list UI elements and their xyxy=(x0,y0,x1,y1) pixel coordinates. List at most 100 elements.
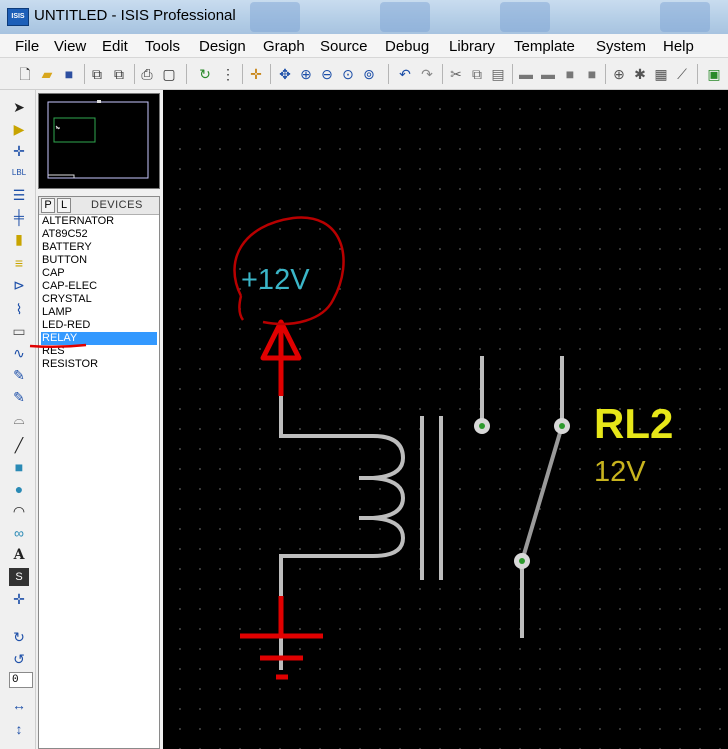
voltage-probe-icon[interactable]: ✎ xyxy=(13,367,25,383)
tape-icon[interactable]: ▭ xyxy=(12,323,26,339)
toolbar-separator xyxy=(442,64,443,84)
export-icon[interactable]: ⧉ xyxy=(114,66,124,82)
origin-icon[interactable]: ✛ xyxy=(250,66,262,82)
device-item[interactable]: CAP-ELEC xyxy=(42,280,98,292)
menu-system[interactable]: System xyxy=(596,38,647,55)
grid-icon[interactable]: ⋮ xyxy=(221,66,235,82)
taskbar-thumbnail xyxy=(380,2,430,32)
arc-icon[interactable]: ◠ xyxy=(12,503,26,519)
devices-header: DEVICES xyxy=(91,199,143,211)
power-label: +12V xyxy=(241,264,310,296)
decompose-icon[interactable]: ⟋ xyxy=(677,66,687,82)
text-script-icon[interactable]: ☰ xyxy=(12,187,26,203)
zoom-area-icon[interactable]: ⊚ xyxy=(363,66,375,82)
menu-graph[interactable]: Graph xyxy=(263,38,305,55)
menu-design[interactable]: Design xyxy=(199,38,246,55)
device-item[interactable]: LAMP xyxy=(42,306,72,318)
device-item[interactable]: ALTERNATOR xyxy=(42,215,115,227)
wire-label-icon[interactable]: LBL xyxy=(11,168,27,177)
main-toolbar: 🗋 ▰ ■ ⧉ ⧉ ⎙ ▢ ↻ ⋮ ✛ ✥ ⊕ ⊖ ⊙ ⊚ ↶ ↷ ✂ ⧉ ▤ … xyxy=(0,58,728,90)
marker-icon[interactable]: ✛ xyxy=(13,591,25,607)
symbol-icon[interactable]: S xyxy=(9,568,29,586)
line-icon[interactable]: ╱ xyxy=(14,437,24,453)
menu-help[interactable]: Help xyxy=(663,38,694,55)
zoom-all-icon[interactable]: ⊙ xyxy=(342,66,354,82)
pin-icon[interactable]: ⊳ xyxy=(13,277,25,293)
device-item[interactable]: BATTERY xyxy=(42,241,92,253)
save-icon[interactable]: ■ xyxy=(64,66,74,82)
menu-source[interactable]: Source xyxy=(320,38,368,55)
text-icon[interactable]: A xyxy=(13,547,25,563)
circle-icon[interactable]: ● xyxy=(14,481,24,497)
component-icon[interactable]: ▶ xyxy=(13,121,25,137)
schematic-canvas[interactable]: +12V RL2 12V xyxy=(163,90,728,749)
toolbar-separator xyxy=(605,64,606,84)
block-move-icon[interactable]: ▬ xyxy=(541,66,555,82)
device-item[interactable]: CRYSTAL xyxy=(42,293,92,305)
device-item[interactable]: CAP xyxy=(42,267,65,279)
print-icon[interactable]: ⎙ xyxy=(141,66,153,82)
path-icon[interactable]: ∞ xyxy=(14,525,24,541)
junction-icon[interactable]: ✛ xyxy=(13,143,25,159)
terminal-icon[interactable]: ≡ xyxy=(14,255,24,271)
paste-icon[interactable]: ▤ xyxy=(491,66,505,82)
make-device-icon[interactable]: ✱ xyxy=(634,66,646,82)
menu-template[interactable]: Template xyxy=(514,38,575,55)
block-rotate-icon[interactable]: ■ xyxy=(565,66,575,82)
overview-window[interactable] xyxy=(38,93,160,189)
zoom-out-icon[interactable]: ⊖ xyxy=(321,66,333,82)
cut-icon[interactable]: ✂ xyxy=(450,66,462,82)
menu-debug[interactable]: Debug xyxy=(385,38,430,55)
instrument-icon[interactable]: ⌓ xyxy=(13,411,25,427)
graph-icon[interactable]: ⌇ xyxy=(15,301,23,317)
redo-icon[interactable]: ↷ xyxy=(421,66,433,82)
current-probe-icon[interactable]: ✎ xyxy=(13,389,25,405)
block-delete-icon[interactable]: ■ xyxy=(587,66,597,82)
menu-tools[interactable]: Tools xyxy=(145,38,181,55)
device-item[interactable]: LED-RED xyxy=(42,319,91,331)
netlist-icon[interactable]: ▣ xyxy=(707,66,721,82)
mode-toolbar: ➤ ▶ ✛ LBL ☰ ╪ ▮ ≡ ⊳ ⌇ ▭ ∿ ✎ ✎ ⌓ ╱ ■ ● ◠ … xyxy=(0,90,36,749)
menu-file[interactable]: File xyxy=(15,38,40,55)
menu-library[interactable]: Library xyxy=(449,38,495,55)
toolbar-separator xyxy=(186,64,187,84)
copy-icon[interactable]: ⧉ xyxy=(472,66,482,82)
import-icon[interactable]: ⧉ xyxy=(92,66,102,82)
select-icon[interactable]: ➤ xyxy=(13,99,25,115)
pick-device-button[interactable]: P xyxy=(41,198,55,213)
rotate-cw-icon[interactable]: ↻ xyxy=(13,629,25,645)
schematic-drawing xyxy=(233,216,570,680)
menu-bar: File View Edit Tools Design Graph Source… xyxy=(0,34,728,58)
pan-icon[interactable]: ✥ xyxy=(279,66,291,82)
taskbar-thumbnail xyxy=(250,2,300,32)
library-manager-button[interactable]: L xyxy=(57,198,71,213)
zoom-in-icon[interactable]: ⊕ xyxy=(300,66,312,82)
new-icon[interactable]: 🗋 xyxy=(19,66,31,82)
pick-device-icon[interactable]: ⊕ xyxy=(613,66,625,82)
mirror-x-icon[interactable]: ↔ xyxy=(12,697,26,713)
refresh-icon[interactable]: ↻ xyxy=(199,66,211,82)
bus-icon[interactable]: ╪ xyxy=(14,209,24,225)
device-item-selected[interactable]: RELAY xyxy=(41,332,157,345)
menu-view[interactable]: View xyxy=(54,38,87,55)
toolbar-separator xyxy=(84,64,85,84)
window-title: UNTITLED - ISIS Professional xyxy=(34,7,236,24)
device-item[interactable]: RESISTOR xyxy=(42,358,99,370)
area-icon[interactable]: ▢ xyxy=(162,66,176,82)
device-item[interactable]: AT89C52 xyxy=(42,228,88,240)
mirror-y-icon[interactable]: ↕ xyxy=(15,721,23,737)
rotate-ccw-icon[interactable]: ↺ xyxy=(13,651,25,667)
taskbar-thumbnail xyxy=(500,2,550,32)
component-reference: RL2 xyxy=(594,400,674,447)
undo-icon[interactable]: ↶ xyxy=(399,66,411,82)
open-icon[interactable]: ▰ xyxy=(41,66,53,82)
block-copy-icon[interactable]: ▬ xyxy=(519,66,533,82)
device-item[interactable]: BUTTON xyxy=(42,254,88,266)
toolbar-separator xyxy=(134,64,135,84)
menu-edit[interactable]: Edit xyxy=(102,38,128,55)
rotation-input[interactable] xyxy=(9,672,33,688)
package-icon[interactable]: ▦ xyxy=(654,66,668,82)
subcircuit-icon[interactable]: ▮ xyxy=(15,231,23,247)
box-icon[interactable]: ■ xyxy=(14,459,24,475)
generator-icon[interactable]: ∿ xyxy=(13,345,25,361)
